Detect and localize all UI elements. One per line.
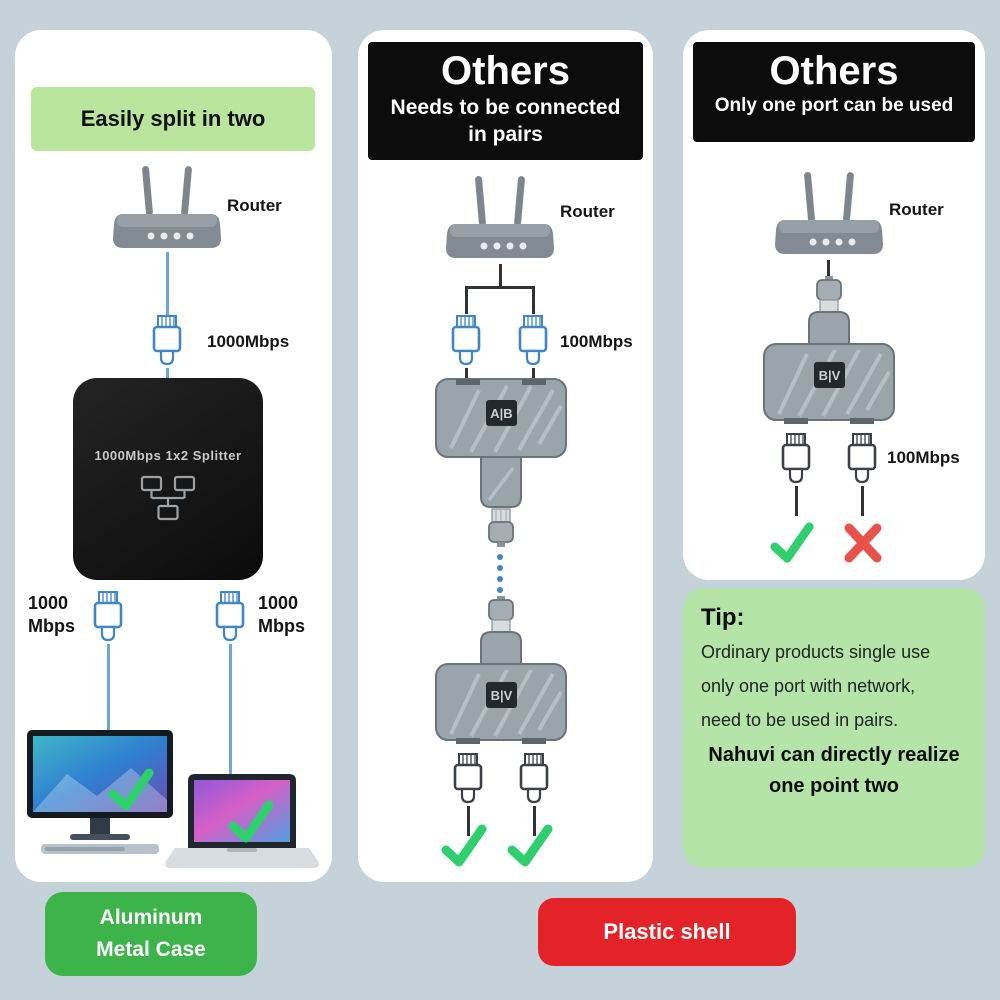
tip-box: Tip: Ordinary products single use only o… bbox=[683, 588, 985, 868]
check-icon bbox=[506, 822, 554, 875]
middle-subtitle-line2: in pairs bbox=[468, 123, 543, 147]
rj45-plug-icon bbox=[844, 432, 880, 488]
check-icon bbox=[107, 766, 155, 819]
uplink-speed-label: 1000Mbps bbox=[207, 332, 290, 351]
plastic-splitter-bottom: B|V bbox=[435, 596, 567, 751]
router-label: Router bbox=[889, 200, 944, 219]
cable bbox=[795, 486, 798, 516]
cable bbox=[533, 806, 536, 836]
cable bbox=[499, 264, 502, 288]
cable bbox=[827, 260, 830, 276]
speed-label: 100Mbps bbox=[560, 332, 633, 351]
splitter-marking: A|B bbox=[490, 406, 512, 421]
metal-splitter-device: 1000Mbps 1x2 Splitter bbox=[73, 378, 263, 580]
speed-line2: Mbps bbox=[28, 616, 75, 637]
badge-line1: Aluminum bbox=[99, 906, 203, 929]
ethernet-cable bbox=[166, 252, 169, 316]
check-icon bbox=[227, 798, 275, 851]
tip-line: need to be used in pairs. bbox=[701, 710, 899, 730]
rj45-plug-icon bbox=[515, 314, 551, 370]
speed-line2: Mbps bbox=[258, 616, 305, 637]
rj45-plug-icon bbox=[212, 590, 248, 646]
speed-line1: 1000 bbox=[28, 593, 69, 613]
splitter-marking: B|V bbox=[491, 688, 513, 703]
cable bbox=[465, 368, 468, 378]
rj45-plug-icon bbox=[448, 314, 484, 370]
output-speed-left: 1000 Mbps bbox=[28, 592, 75, 639]
router-icon bbox=[773, 172, 885, 265]
rj45-plug-icon bbox=[778, 432, 814, 488]
plastic-splitter: B|V bbox=[763, 276, 895, 431]
badge-text: Plastic shell bbox=[603, 919, 731, 944]
cable bbox=[465, 286, 468, 314]
rj45-plug-icon bbox=[516, 752, 552, 808]
ethernet-cable bbox=[229, 644, 232, 778]
cable bbox=[861, 486, 864, 516]
panel-others-pairs: Others Needs to be connected in pairs Ro… bbox=[358, 30, 653, 882]
output-speed-right: 1000 Mbps bbox=[258, 592, 305, 639]
router-label: Router bbox=[560, 202, 615, 221]
cable bbox=[467, 806, 470, 836]
check-icon bbox=[440, 822, 488, 875]
speed-label: 100Mbps bbox=[887, 448, 960, 467]
ethernet-cable bbox=[166, 368, 169, 380]
device-label: 1000Mbps 1x2 Splitter bbox=[94, 448, 242, 463]
cable-branch bbox=[465, 286, 535, 289]
cross-icon bbox=[840, 520, 886, 571]
left-header-text: Easily split in two bbox=[80, 106, 266, 131]
right-header: Others Only one port can be used bbox=[693, 42, 975, 142]
cable bbox=[532, 368, 535, 378]
splitter-marking: B|V bbox=[819, 368, 841, 383]
plastic-splitter-top: A|B bbox=[435, 378, 567, 553]
badge-plastic-shell: Plastic shell bbox=[538, 898, 796, 966]
cable bbox=[532, 286, 535, 314]
tip-highlight-line2: one point two bbox=[769, 775, 899, 797]
speed-line1: 1000 bbox=[258, 593, 299, 613]
rj45-plug-icon bbox=[149, 314, 185, 370]
tip-highlight-line1: Nahuvi can directly realize bbox=[708, 744, 960, 766]
rj45-plug-icon bbox=[90, 590, 126, 646]
middle-subtitle-line1: Needs to be connected bbox=[390, 96, 621, 119]
router-icon bbox=[444, 176, 556, 269]
tip-line: Ordinary products single use bbox=[701, 642, 931, 662]
middle-header: Others Needs to be connected in pairs bbox=[368, 42, 643, 160]
tip-title: Tip: bbox=[701, 604, 745, 631]
right-title: Others bbox=[769, 49, 899, 93]
router-label: Router bbox=[227, 196, 282, 215]
network-topology-icon bbox=[140, 475, 196, 521]
ethernet-cable bbox=[107, 644, 110, 736]
dotted-connection bbox=[497, 554, 503, 593]
right-subtitle: Only one port can be used bbox=[714, 95, 954, 116]
router-icon bbox=[111, 166, 223, 259]
badge-line2: Metal Case bbox=[96, 938, 206, 961]
rj45-plug-icon bbox=[450, 752, 486, 808]
middle-title: Others bbox=[441, 49, 570, 93]
panel-others-one-port: Others Only one port can be used Router bbox=[683, 30, 985, 580]
left-header: Easily split in two bbox=[31, 87, 315, 151]
panel-metal-splitter: Easily split in two Router 1000Mbps bbox=[15, 30, 332, 882]
tip-line: only one port with network, bbox=[701, 676, 916, 696]
badge-aluminum-case: Aluminum Metal Case bbox=[45, 892, 257, 976]
check-icon bbox=[769, 520, 815, 571]
